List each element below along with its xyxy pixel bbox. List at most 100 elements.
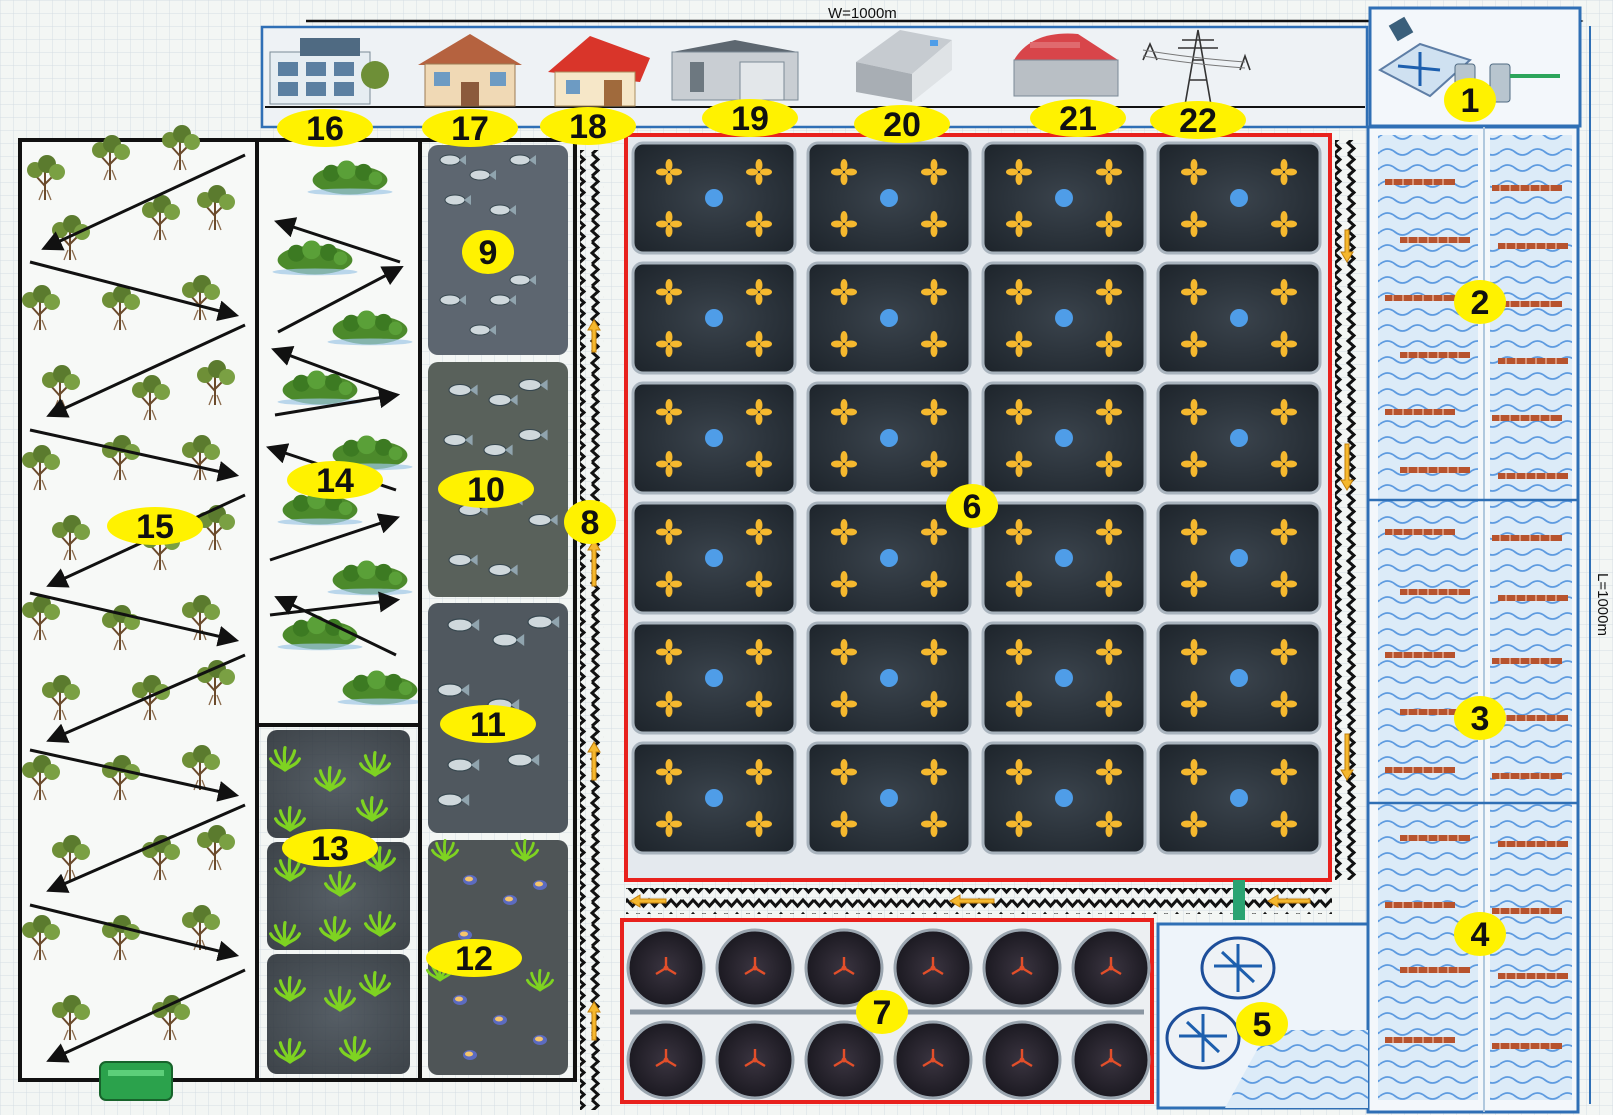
- pond-cell: [806, 501, 972, 615]
- zone-label-10: 10: [438, 470, 534, 509]
- flow-arrow: [274, 387, 401, 417]
- baffle-wall: [1399, 588, 1471, 596]
- center-drain-icon: [880, 429, 898, 447]
- center-drain-icon: [705, 669, 723, 687]
- shellfish-icon: [493, 1015, 507, 1025]
- storage-shed-icon: [856, 30, 952, 102]
- pond-cell: [631, 741, 797, 855]
- drainage-channel: [580, 150, 604, 1110]
- pond-cell: [981, 621, 1147, 735]
- baffle-wall: [1491, 534, 1563, 542]
- zone-number-5: 5: [1253, 1006, 1272, 1044]
- flow-arrow: [29, 903, 240, 962]
- baffle-wall: [1384, 178, 1456, 186]
- zone-number-16: 16: [306, 110, 344, 148]
- shellfish-icon: [458, 930, 472, 940]
- zone-number-17: 17: [451, 110, 489, 148]
- baffle-wall: [1399, 351, 1471, 359]
- red-roof-house-icon: [548, 36, 650, 107]
- zone-number-21: 21: [1059, 100, 1097, 138]
- pond-cell: [1156, 741, 1322, 855]
- zone-number-14: 14: [316, 462, 354, 500]
- zone-number-3: 3: [1471, 700, 1490, 738]
- baffle-wall: [1491, 907, 1563, 915]
- flow-arrow: [46, 653, 246, 743]
- zone-label-1: 1: [1444, 78, 1496, 122]
- flow-arrow: [274, 595, 397, 657]
- width-label: W=1000m: [828, 5, 897, 22]
- pond-cell: [631, 501, 797, 615]
- zone-number-7: 7: [873, 994, 892, 1032]
- flow-arrow: [29, 748, 240, 802]
- zone-number-12: 12: [455, 940, 493, 978]
- zone-number-22: 22: [1179, 102, 1217, 140]
- baffle-wall: [1491, 1042, 1563, 1050]
- baffle-wall: [1497, 357, 1569, 365]
- center-drain-icon: [705, 189, 723, 207]
- flow-arrows-right-channel: [1340, 229, 1354, 781]
- zone-label-7: 7: [856, 990, 908, 1034]
- flow-arrow: [29, 591, 240, 647]
- baffle-wall: [1384, 528, 1456, 536]
- center-drain-icon: [880, 669, 898, 687]
- baffle-wall: [1491, 657, 1563, 665]
- zone-label-6: 6: [946, 484, 998, 528]
- warehouse-icon: [671, 40, 799, 101]
- center-drain-icon: [880, 789, 898, 807]
- zone-label-17: 17: [422, 109, 518, 148]
- flow-arrow: [46, 968, 246, 1063]
- zone-label-4: 4: [1454, 912, 1506, 956]
- seaweed-ponds: [255, 723, 422, 1082]
- red-roof-shed-icon: [1013, 33, 1119, 97]
- pond-cell: [806, 261, 972, 375]
- center-drain-icon: [1230, 669, 1248, 687]
- zone-label-3: 3: [1454, 696, 1506, 740]
- center-drain-icon: [1230, 189, 1248, 207]
- length-dimension: L=1000m: [1589, 26, 1611, 1104]
- baffle-wall: [1497, 972, 1569, 980]
- baffle-wall: [1497, 714, 1569, 722]
- center-drain-icon: [1055, 429, 1073, 447]
- center-drain-icon: [705, 789, 723, 807]
- shellfish-icon: [453, 995, 467, 1005]
- zone-label-21: 21: [1030, 99, 1126, 138]
- zone-number-11: 11: [470, 706, 506, 744]
- center-drain-icon: [1055, 189, 1073, 207]
- pond-cell: [631, 141, 797, 255]
- zone-label-18: 18: [540, 107, 636, 146]
- zone-number-8: 8: [581, 504, 600, 542]
- center-drain-icon: [1230, 789, 1248, 807]
- flow-arrow: [277, 266, 404, 334]
- width-dimension: W=1000m: [306, 5, 1584, 30]
- zone-number-1: 1: [1461, 82, 1480, 120]
- power-pylon-icon: [1142, 29, 1251, 106]
- center-drain-icon: [705, 429, 723, 447]
- pond-cell: [1156, 621, 1322, 735]
- zone-label-2: 2: [1454, 280, 1506, 324]
- baffle-wall: [1384, 766, 1456, 774]
- pond-cell: [981, 381, 1147, 495]
- treatment-channels: [1366, 125, 1580, 1114]
- zone-number-9: 9: [479, 234, 498, 272]
- zone-label-22: 22: [1150, 101, 1246, 140]
- pond-cell: [1156, 501, 1322, 615]
- center-drain-icon: [1230, 549, 1248, 567]
- center-drain-icon: [880, 189, 898, 207]
- zone-number-13: 13: [311, 830, 349, 868]
- flow-arrow: [269, 591, 401, 617]
- baffle-wall: [1384, 294, 1456, 302]
- center-drain-icon: [1230, 309, 1248, 327]
- baffle-wall: [1399, 834, 1471, 842]
- wetland-zone: [255, 138, 423, 727]
- baffle-wall: [1399, 236, 1471, 244]
- zone-label-14: 14: [287, 461, 383, 500]
- pond-cell: [631, 621, 797, 735]
- flow-arrow: [274, 217, 401, 264]
- zone-label-5: 5: [1236, 1002, 1288, 1046]
- shellfish-icon: [503, 895, 517, 905]
- center-drain-icon: [1230, 429, 1248, 447]
- flow-arrows-channel-8: [587, 319, 601, 1041]
- center-drain-icon: [1055, 549, 1073, 567]
- zone-number-6: 6: [963, 488, 982, 526]
- pond-cell: [981, 261, 1147, 375]
